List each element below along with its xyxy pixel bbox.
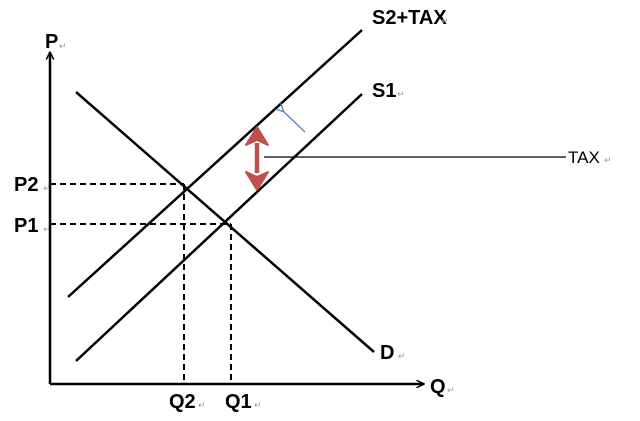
supply-original-curve xyxy=(75,93,363,362)
paragraph-mark: ↵ xyxy=(254,400,262,410)
paragraph-mark: ↵ xyxy=(441,16,449,26)
supply-with-tax-curve xyxy=(67,29,363,298)
supply-original-label: S1 xyxy=(372,80,396,102)
demand-label: D xyxy=(380,342,394,364)
paragraph-mark: ↵ xyxy=(397,89,405,99)
y-axis-label: P xyxy=(45,31,58,53)
supply-with-tax-label: S2+TAX xyxy=(372,7,447,29)
p2-label: P2 xyxy=(14,174,38,196)
demand-curve xyxy=(75,91,375,353)
q2-label: Q2 xyxy=(169,391,196,413)
paragraph-mark: ↵ xyxy=(59,41,67,51)
tax-label: TAX xyxy=(568,148,600,167)
paragraph-mark: ↵ xyxy=(198,400,206,410)
paragraph-mark: ↵ xyxy=(43,183,51,193)
tax-double-arrow xyxy=(245,126,269,191)
paragraph-mark: ↵ xyxy=(398,351,406,361)
p1-label: P1 xyxy=(14,215,38,237)
supply-shift-arrow xyxy=(283,111,306,133)
x-axis-label: Q xyxy=(430,376,446,398)
paragraph-mark: ↵ xyxy=(43,224,51,234)
paragraph-mark: ↵ xyxy=(447,385,455,395)
paragraph-mark: ↵ xyxy=(604,155,612,165)
q1-label: Q1 xyxy=(225,391,252,413)
